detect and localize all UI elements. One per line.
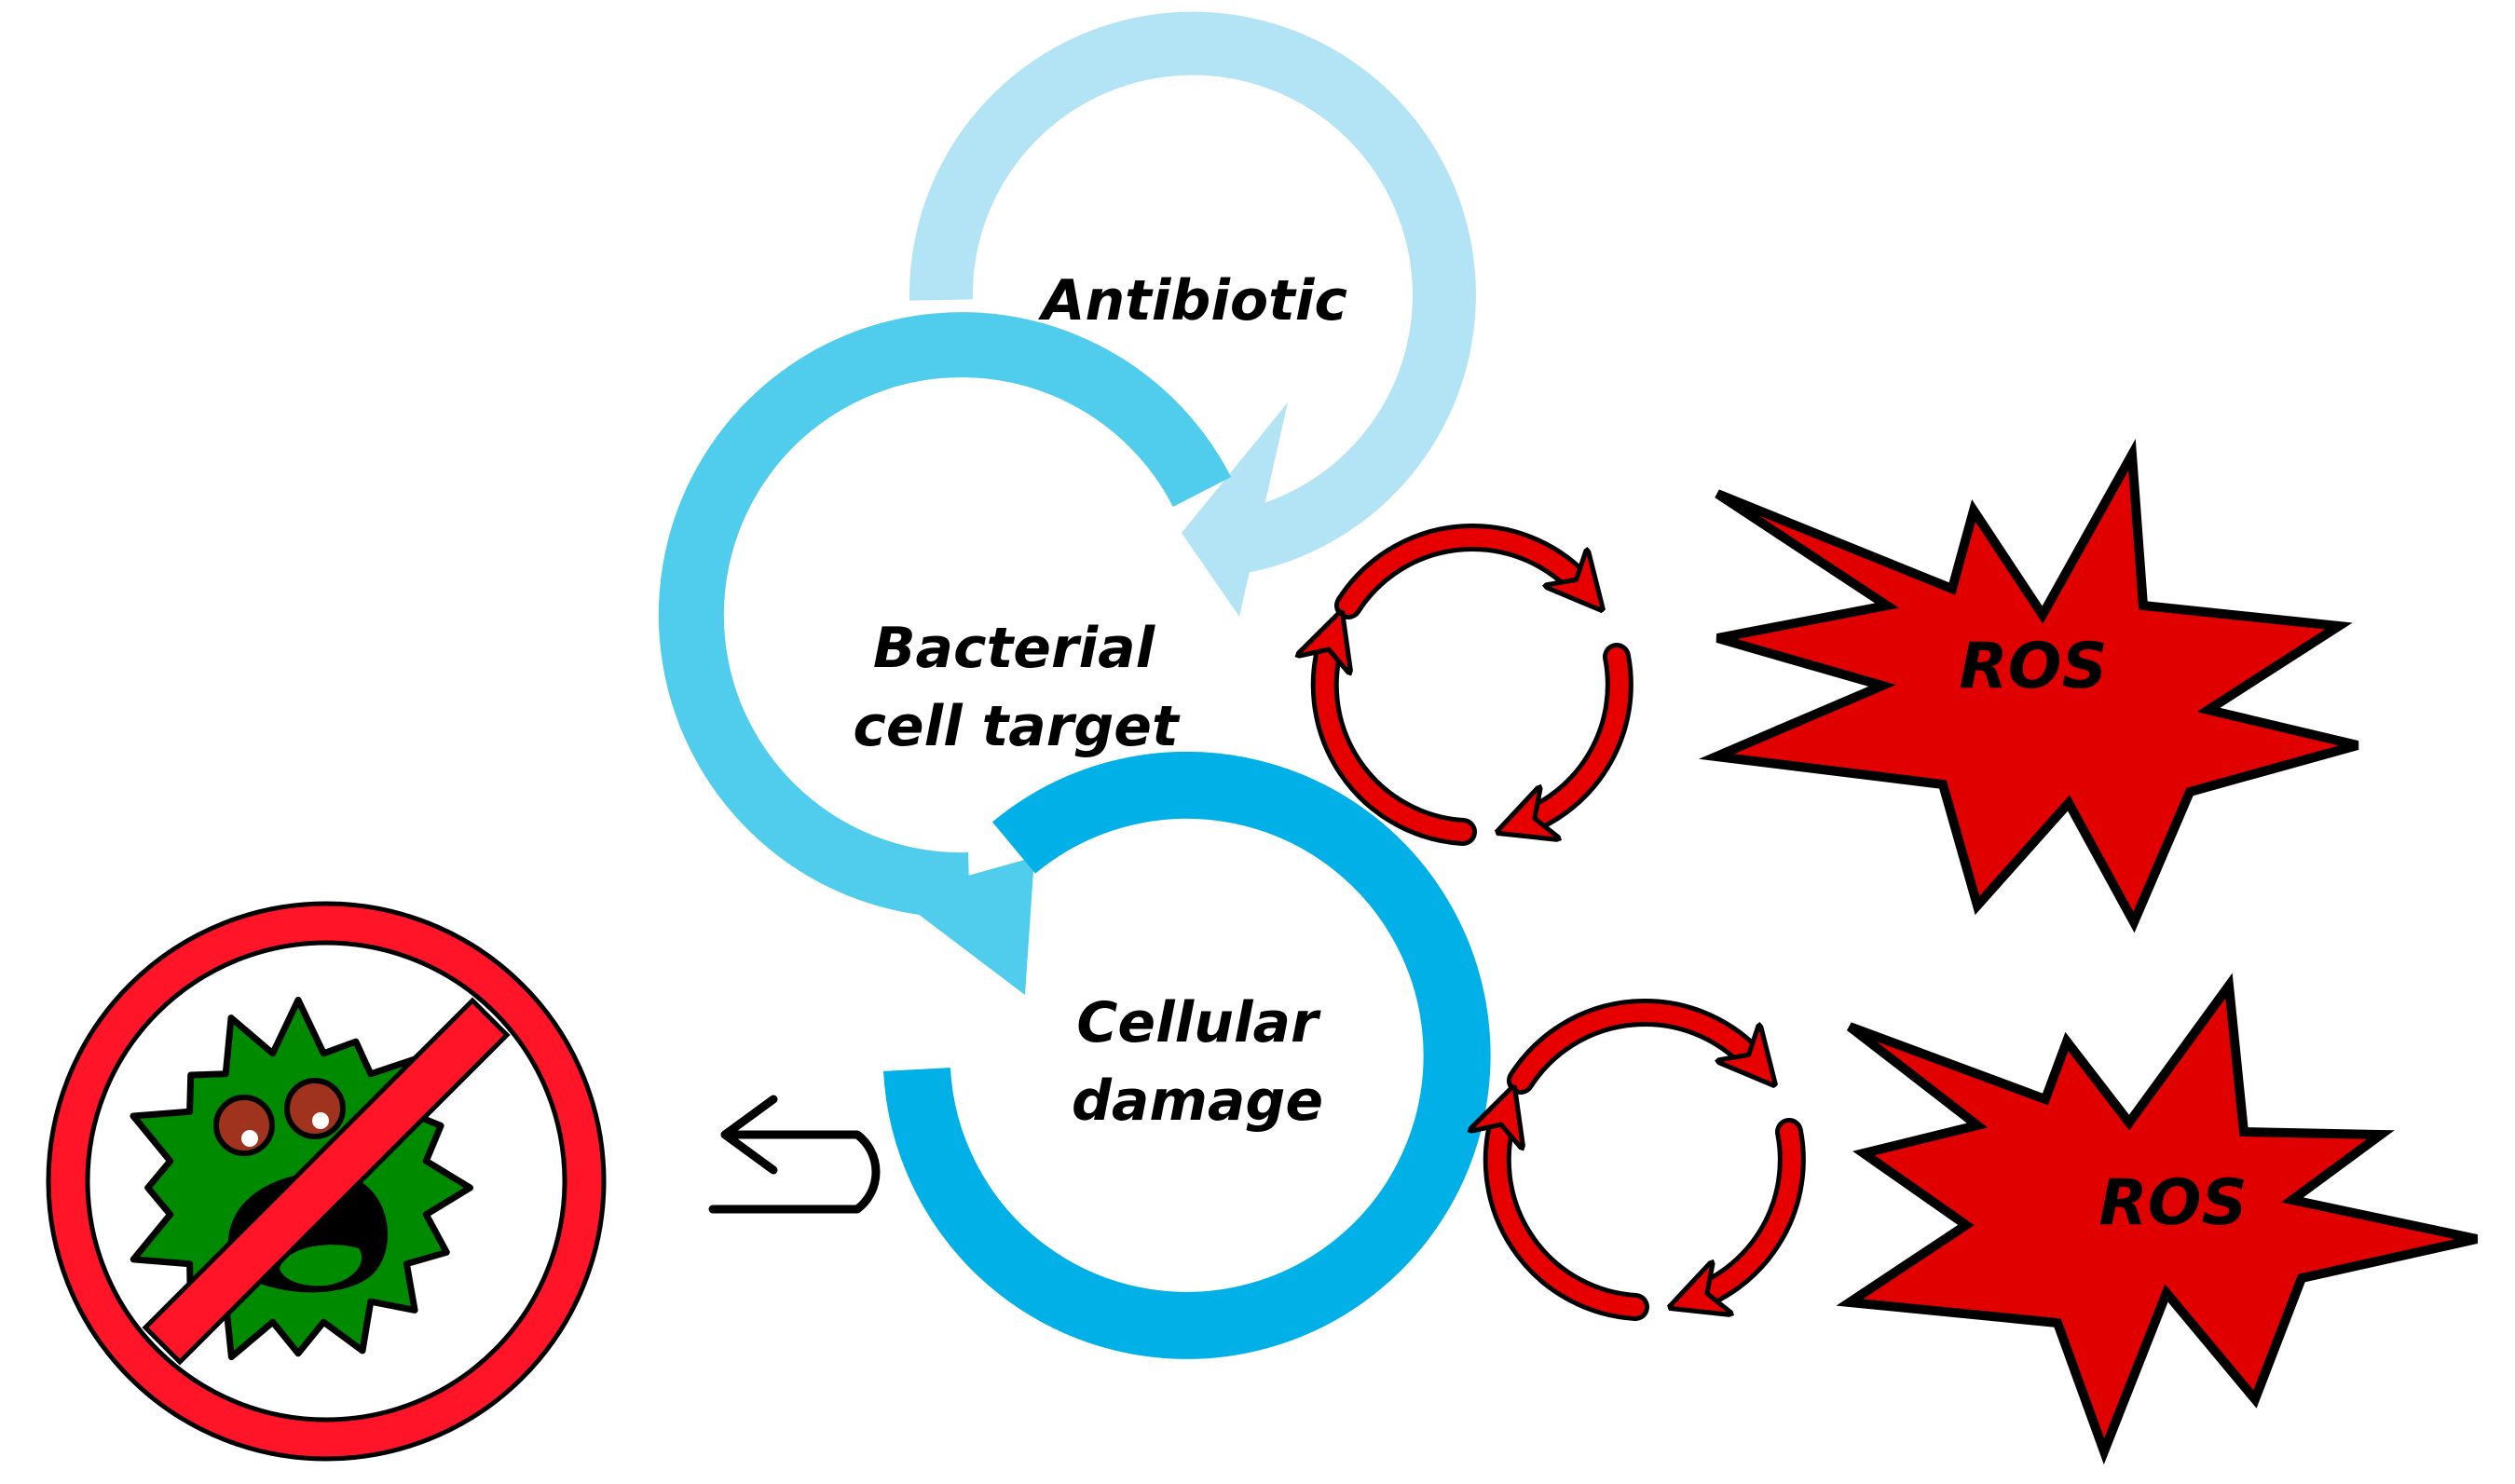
explosion-burst-icon: ROS	[1836, 973, 2479, 1465]
bacterium-eye-left-icon	[213, 1095, 275, 1156]
ros-label-top: ROS	[1959, 630, 2107, 703]
ring-bacterial-target	[658, 312, 1232, 995]
label-cell-target: cell target	[853, 694, 1181, 759]
redox-cycle-icon	[1325, 524, 1633, 846]
return-arrow-icon	[708, 1095, 881, 1214]
ros-label-bottom: ROS	[2098, 1166, 2247, 1240]
redox-cycle-icon	[1497, 999, 1806, 1321]
bacterium-eye-right-icon	[284, 1078, 346, 1139]
ring-antibiotic	[909, 11, 1476, 617]
explosion-burst-icon: ROS	[1698, 439, 2359, 933]
ring-antibiotic-arrowhead	[1182, 402, 1288, 617]
ring-target-arrowhead	[895, 857, 1034, 995]
no-sign-ring	[49, 905, 603, 1458]
label-damage: damage	[1072, 1069, 1323, 1134]
prohibited-bacterium-icon	[46, 901, 607, 1462]
label-antibiotic: Antibiotic	[1038, 268, 1347, 334]
label-cellular: Cellular	[1076, 990, 1321, 1055]
label-bacterial: Bacterial	[873, 616, 1156, 681]
ring-cellular-damage	[883, 751, 1491, 1359]
no-sign-slash	[142, 997, 511, 1366]
